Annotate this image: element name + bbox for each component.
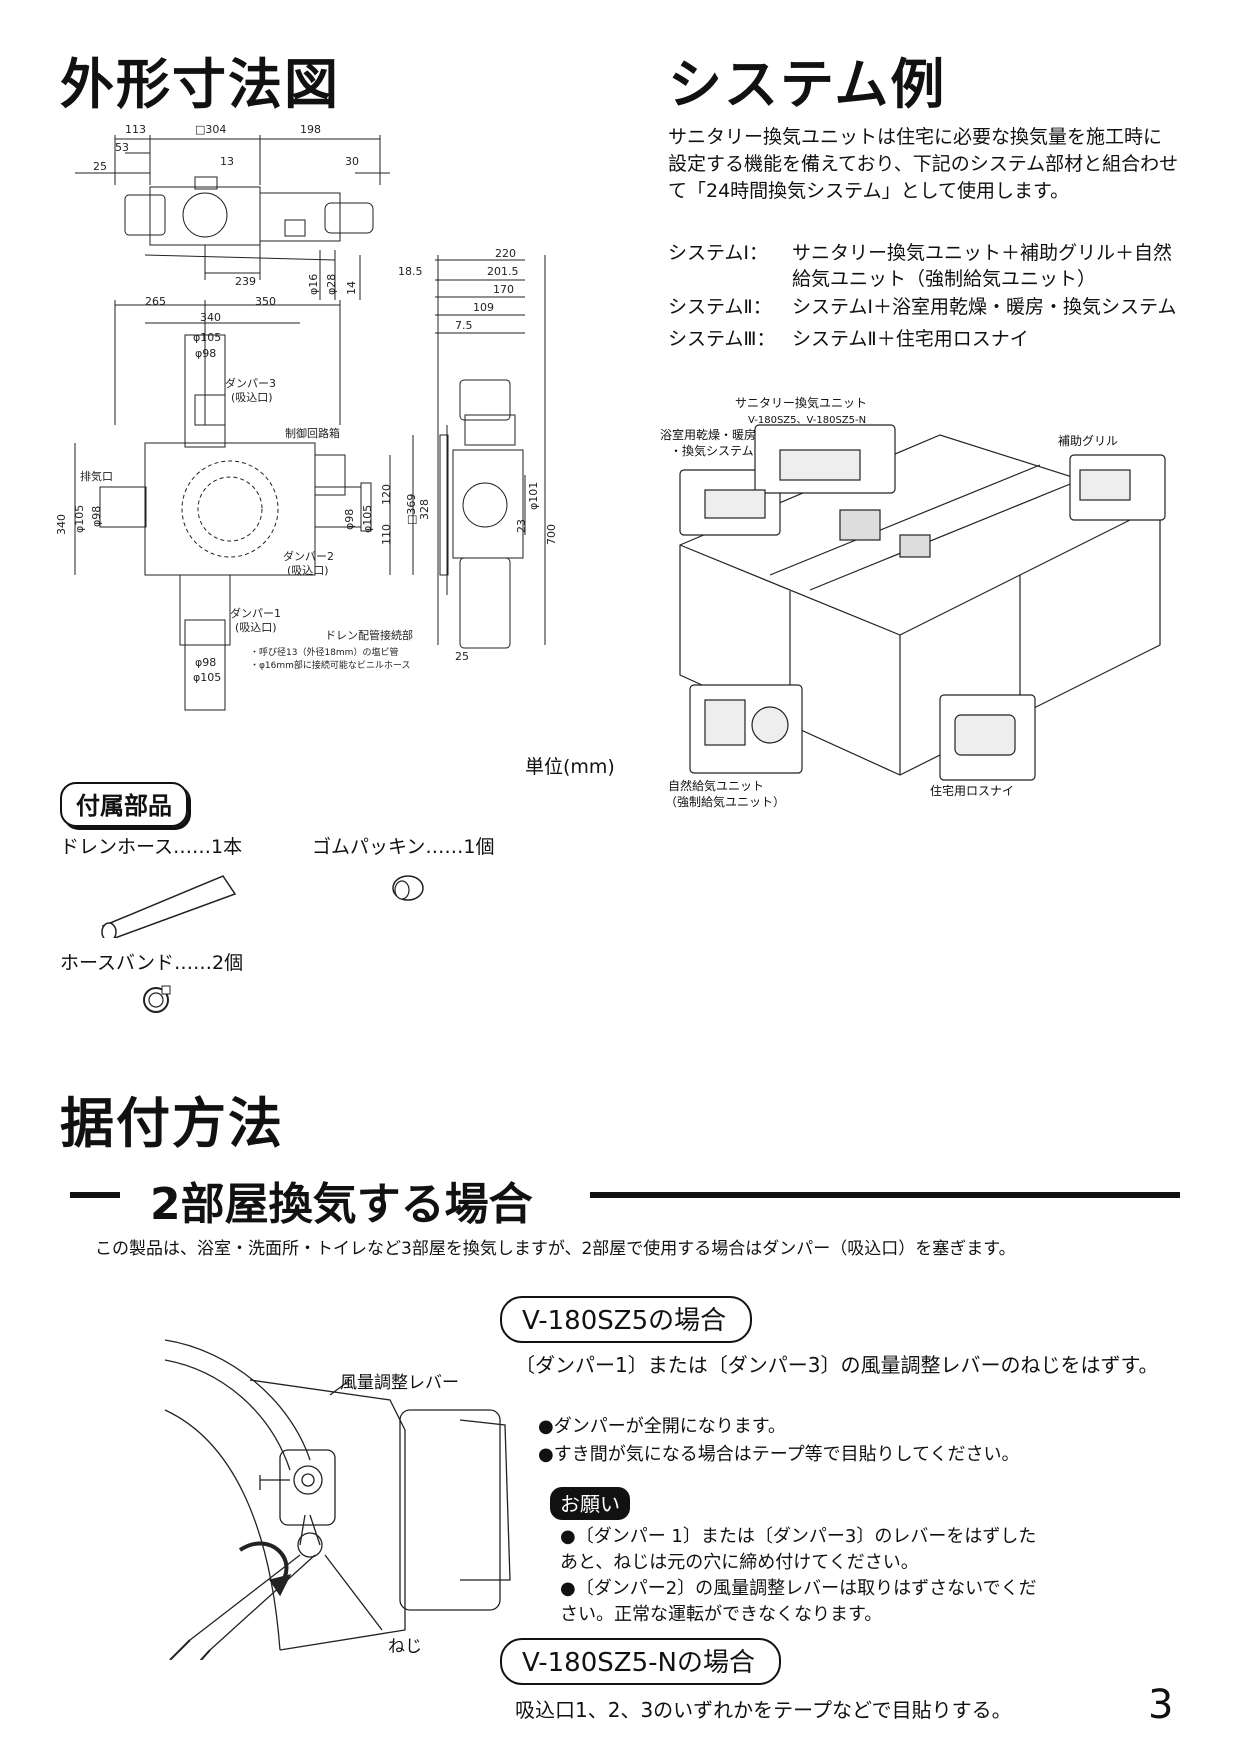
svg-text:・呼び径13（外径18mm）の塩ビ管: ・呼び径13（外径18mm）の塩ビ管: [250, 646, 398, 658]
system-item: システムⅠ： サニタリー換気ユニット＋補助グリル＋自然給気ユニット（強制給気ユニ…: [668, 242, 1173, 290]
svg-text:φ105: φ105: [193, 671, 221, 684]
svg-text:109: 109: [473, 301, 494, 314]
svg-text:制御回路箱: 制御回路箱: [285, 426, 340, 440]
svg-text:23: 23: [515, 519, 528, 533]
case1-text: 〔ダンパー1〕または〔ダンパー3〕の風量調整レバーのねじをはずす。: [515, 1353, 1159, 1377]
rubber-packing-icon: [392, 875, 424, 901]
svg-text:(吸込口): (吸込口): [231, 391, 273, 404]
section-rule-right: [590, 1192, 1180, 1198]
notice-item: ●〔ダンパー2〕の風量調整レバーは取りはずさないでください。正常な運転ができなく…: [560, 1578, 1037, 1625]
svg-text:・φ16mm部に接続可能なビニルホース: ・φ16mm部に接続可能なビニルホース: [250, 659, 410, 671]
system-item: システムⅡ： システムⅠ＋浴室用乾燥・暖房・換気システム: [668, 296, 1177, 318]
case1-title: V-180SZ5の場合: [500, 1296, 753, 1343]
svg-text:239: 239: [235, 275, 256, 288]
install-intro: この製品は、浴室・洗面所・トイレなど3部屋を換気しますが、2部屋で使用する場合は…: [95, 1239, 1016, 1259]
case1-bullet: ●すき間が気になる場合はテープ等で目貼りしてください。: [538, 1444, 1020, 1465]
svg-text:□304: □304: [195, 125, 226, 136]
notice-tag: お願い: [550, 1487, 630, 1520]
svg-text:浴室用乾燥・暖房: 浴室用乾燥・暖房: [660, 427, 756, 442]
notice-item: ●〔ダンパー 1〕または〔ダンパー3〕のレバーをはずしたあと、ねじは元の穴に締め…: [560, 1526, 1037, 1573]
case2-text: 吸込口1、2、3のいずれかをテープなどで目貼りする。: [515, 1698, 1012, 1722]
system-intro: サニタリー換気ユニットは住宅に必要な換気量を施工時に設定する機能を備えており、下…: [668, 126, 1179, 202]
accessory-item-packing: ゴムパッキン……1個: [312, 836, 495, 858]
system-title: システム例: [668, 53, 947, 116]
svg-text:ドレン配管接続部: ドレン配管接続部: [325, 628, 413, 642]
svg-text:700: 700: [545, 524, 558, 545]
hose-band-icon: [143, 985, 171, 1013]
svg-text:350: 350: [255, 295, 276, 308]
svg-text:53: 53: [115, 141, 129, 154]
system-list: システムⅠ： サニタリー換気ユニット＋補助グリル＋自然給気ユニット（強制給気ユニ…: [668, 240, 1180, 352]
svg-text:φ98: φ98: [195, 347, 216, 360]
svg-text:198: 198: [300, 125, 321, 136]
system-item: システムⅢ： システムⅡ＋住宅用ロスナイ: [668, 328, 1029, 350]
svg-text:φ101: φ101: [527, 482, 540, 510]
svg-text:113: 113: [125, 125, 146, 136]
svg-text:排気口: 排気口: [80, 469, 113, 483]
svg-text:18.5: 18.5: [398, 265, 423, 278]
drain-hose-icon: [101, 875, 237, 938]
svg-text:110: 110: [380, 524, 393, 545]
section-heading: 2部屋換気する場合: [150, 1179, 533, 1230]
svg-text:φ28: φ28: [325, 274, 338, 295]
svg-text:7.5: 7.5: [455, 319, 473, 332]
svg-text:φ98: φ98: [343, 509, 356, 530]
accessory-item-band: ホースバンド……2個: [60, 952, 244, 974]
page-number: 3: [1148, 1682, 1174, 1728]
accessories-title: 付属部品: [60, 782, 188, 827]
svg-text:（強制給気ユニット）: （強制給気ユニット）: [665, 794, 785, 809]
svg-text:30: 30: [345, 155, 359, 168]
install-title: 据付方法: [60, 1092, 284, 1155]
svg-text:340: 340: [55, 514, 68, 535]
case2-title: V-180SZ5-Nの場合: [500, 1638, 781, 1685]
svg-text:25: 25: [455, 650, 469, 663]
svg-text:ダンパー1: ダンパー1: [230, 606, 281, 620]
diagram-unit-models: V-180SZ5、V-180SZ5-N: [748, 415, 866, 426]
svg-text:φ105: φ105: [73, 505, 86, 533]
svg-text:170: 170: [493, 283, 514, 296]
svg-text:□369: □369: [405, 494, 418, 525]
diagram-lossnay: 住宅用ロスナイ: [930, 783, 1014, 798]
svg-text:201.5: 201.5: [487, 265, 519, 278]
outline-title: 外形寸法図: [60, 53, 340, 116]
svg-text:φ105: φ105: [361, 505, 374, 533]
svg-text:25: 25: [93, 160, 107, 173]
svg-text:φ98: φ98: [90, 506, 103, 527]
svg-text:(吸込口): (吸込口): [287, 564, 329, 577]
section-rule-left: [70, 1192, 120, 1198]
svg-text:120: 120: [380, 484, 393, 505]
svg-text:自然給気ユニット: 自然給気ユニット: [668, 778, 764, 793]
svg-text:328: 328: [418, 499, 431, 520]
unit-label: 単位(mm): [525, 756, 615, 778]
accessory-item-hose: ドレンホース……1本: [60, 836, 243, 858]
case1-bullet: ●ダンパーが全開になります。: [538, 1416, 786, 1437]
svg-text:340: 340: [200, 311, 221, 324]
svg-text:220: 220: [495, 247, 516, 260]
lever-label: 風量調整レバー: [340, 1373, 459, 1393]
svg-text:13: 13: [220, 155, 234, 168]
system-diagram: サニタリー換気ユニット V-180SZ5、V-180SZ5-N 浴室用乾燥・暖房…: [660, 395, 1166, 809]
dimension-drawing: 113 □304 198 53 25 13 30 239 φ16 φ28 14 265 35…: [55, 125, 558, 711]
screw-label: ねじ: [388, 1637, 422, 1657]
svg-text:265: 265: [145, 295, 166, 308]
svg-text:φ105: φ105: [193, 331, 221, 344]
lever-illustration: [164, 1339, 511, 1660]
svg-text:・換気システム: ・換気システム: [670, 443, 754, 458]
diagram-grille: 補助グリル: [1058, 434, 1118, 448]
svg-text:ダンパー3: ダンパー3: [225, 376, 276, 390]
svg-text:φ98: φ98: [195, 656, 216, 669]
svg-text:φ16: φ16: [307, 274, 320, 295]
svg-text:ダンパー2: ダンパー2: [283, 549, 334, 563]
svg-text:14: 14: [345, 281, 358, 295]
svg-text:(吸込口): (吸込口): [235, 621, 277, 634]
diagram-unit-title: サニタリー換気ユニット: [735, 395, 867, 410]
